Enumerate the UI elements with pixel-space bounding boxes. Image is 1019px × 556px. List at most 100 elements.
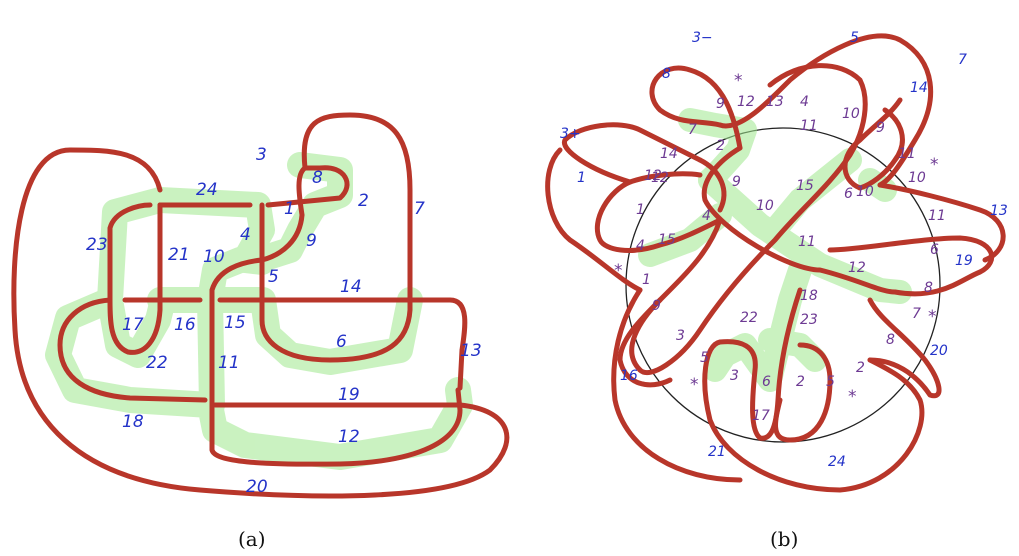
label-a-19: 19 — [338, 385, 360, 405]
label-b-c16: 10 — [856, 184, 874, 200]
diagram-a-knot — [11, 112, 510, 499]
diagram-b-crossing-labels: 12 13 4 10 9 7 2 11 14 12 10 9 15 6 1 4 … — [636, 94, 946, 424]
label-b-c29: 5 — [700, 350, 709, 366]
label-a-22: 22 — [146, 353, 168, 373]
label-a-23: 23 — [86, 235, 108, 255]
label-b-c4: 9 — [876, 120, 885, 136]
label-b-center-18: 18 — [800, 288, 818, 304]
label-b-c10: 10 — [908, 170, 926, 186]
star-3: * — [614, 261, 623, 281]
label-b-center-11: 11 — [798, 234, 816, 250]
label-a-24: 24 — [196, 180, 218, 200]
label-b-center-4: 4 — [702, 208, 711, 224]
star-4: * — [928, 307, 937, 327]
diagram-a: 24 3 1 8 2 7 23 21 4 9 10 5 14 17 16 15 … — [11, 112, 510, 499]
label-a-17: 17 — [122, 315, 144, 335]
diagram-b: 3− 5 7 8 14 3+ 1 13 19 20 16 21 24 12 13… — [545, 30, 1008, 493]
diagram-b-stars: * * * * * * — [614, 71, 939, 407]
label-b-c32: 2 — [796, 374, 805, 390]
label-b-c12: 15 — [658, 232, 676, 248]
label-b-outer-3plus: 3+ — [560, 126, 581, 142]
label-a-3: 3 — [256, 145, 267, 165]
label-b-c11: 9 — [716, 96, 725, 112]
diagram-b-center-labels: 9 10 15 11 4 12 18 — [702, 174, 866, 304]
label-a-8: 8 — [312, 168, 323, 188]
label-a-14: 14 — [340, 277, 362, 297]
label-b-c6: 2 — [716, 138, 725, 154]
label-b-c2: 4 — [800, 94, 809, 110]
label-b-outer-1: 1 — [577, 170, 586, 186]
diagram-a-labels: 24 3 1 8 2 7 23 21 4 9 10 5 14 17 16 15 … — [86, 145, 482, 497]
label-a-21: 21 — [168, 245, 190, 265]
label-b-c3: 10 — [842, 106, 860, 122]
label-b-c18: 11 — [800, 118, 818, 134]
label-a-15: 15 — [224, 313, 246, 333]
label-a-2: 2 — [358, 191, 369, 211]
label-a-6: 6 — [336, 332, 347, 352]
diagram-b-knot — [545, 33, 1006, 493]
label-a-4: 4 — [240, 225, 251, 245]
label-b-outer-20: 20 — [930, 343, 948, 359]
label-b-c35: 17 — [752, 408, 770, 424]
label-a-16: 16 — [174, 315, 196, 335]
label-b-c34: 2 — [856, 360, 865, 376]
label-b-c28: 8 — [886, 332, 895, 348]
label-a-12: 12 — [338, 427, 360, 447]
label-b-c17: 11 — [928, 208, 946, 224]
label-b-c21: 12 — [644, 168, 662, 184]
star-1: * — [734, 71, 743, 91]
diagram-a-highlight — [45, 152, 473, 470]
label-b-c31: 6 — [762, 374, 771, 390]
label-a-18: 18 — [122, 412, 144, 432]
label-b-center-10: 10 — [756, 198, 774, 214]
label-b-center-9: 9 — [732, 174, 741, 190]
label-b-c22: 8 — [924, 280, 933, 296]
label-b-c8: 14 — [660, 146, 678, 162]
label-b-c20: 1 — [642, 272, 651, 288]
label-b-outer-16: 16 — [620, 368, 638, 384]
label-a-10: 10 — [203, 247, 225, 267]
label-b-outer-19: 19 — [955, 253, 973, 269]
label-b-c5: 7 — [688, 122, 697, 138]
diagram-b-circle — [625, 127, 941, 443]
label-b-c30: 3 — [730, 368, 739, 384]
label-a-7: 7 — [414, 199, 425, 219]
label-b-outer-13: 13 — [990, 203, 1008, 219]
label-a-11: 11 — [218, 353, 240, 373]
label-a-20: 20 — [246, 477, 268, 497]
label-b-c0: 12 — [737, 94, 755, 110]
label-b-c9: 12 — [651, 170, 669, 186]
label-b-center-12: 12 — [848, 260, 866, 276]
star-6: * — [848, 387, 857, 407]
label-b-c14: 1 — [636, 202, 645, 218]
label-b-outer-5: 5 — [850, 30, 859, 46]
label-b-outer-7: 7 — [958, 52, 967, 68]
label-a-1: 1 — [284, 199, 295, 219]
label-b-outer-8: 8 — [662, 66, 671, 82]
label-a-5: 5 — [268, 267, 279, 287]
label-b-outer-14: 14 — [910, 80, 928, 96]
label-a-9: 9 — [306, 231, 317, 251]
label-b-c26: 22 — [740, 310, 758, 326]
label-b-c1: 13 — [766, 94, 784, 110]
label-b-c23: 9 — [652, 298, 661, 314]
label-a-13: 13 — [460, 341, 482, 361]
label-b-center-15: 15 — [796, 178, 814, 194]
label-b-c27: 23 — [800, 312, 818, 328]
diagram-b-outer-labels: 3− 5 7 8 14 3+ 1 13 19 20 16 21 24 — [560, 30, 1008, 470]
label-b-c33: 5 — [826, 374, 835, 390]
caption-a: (a) — [238, 527, 266, 551]
star-5: * — [690, 375, 699, 395]
label-b-c24: 7 — [912, 306, 921, 322]
label-b-c7: 11 — [898, 146, 916, 162]
diagram-b-highlight — [638, 108, 912, 392]
label-b-c15: 4 — [636, 238, 645, 254]
label-b-outer-3minus: 3− — [692, 30, 713, 46]
label-b-c13: 6 — [930, 242, 939, 258]
label-b-c19: 6 — [844, 186, 853, 202]
label-b-outer-21: 21 — [708, 444, 726, 460]
star-2: * — [930, 155, 939, 175]
caption-b: (b) — [770, 527, 798, 551]
label-b-c25: 3 — [676, 328, 685, 344]
